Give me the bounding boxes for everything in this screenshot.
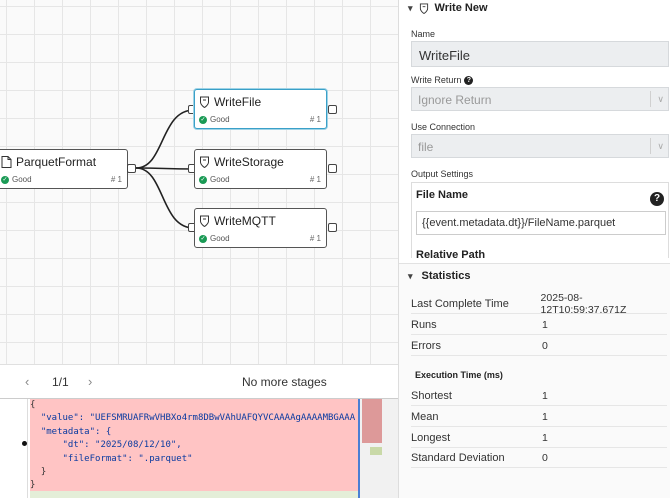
- diff-unchanged-region: [30, 491, 358, 498]
- node-instance-count: # 1: [309, 175, 321, 184]
- chevron-left-icon[interactable]: ‹: [25, 374, 30, 389]
- node-instance-count: # 1: [309, 234, 321, 243]
- good-status-icon: ✓: [199, 115, 207, 124]
- node-label: WriteMQTT: [214, 214, 276, 228]
- code-line: {: [30, 400, 36, 410]
- execution-time-label: Execution Time (ms): [415, 370, 503, 380]
- good-status-icon: ✓: [1, 175, 9, 184]
- stage-properties-panel: ▾ Write New Name WriteFile Write Return …: [398, 0, 670, 498]
- statistics-section: ▾ Statistics Last Complete Time 2025-08-…: [399, 263, 670, 498]
- node-status: Good: [12, 175, 32, 184]
- stat-row: Last Complete Time 2025-08-12T10:59:37.6…: [411, 292, 667, 316]
- stat-row: Shortest 1: [411, 386, 667, 406]
- chevron-down-icon: ∨: [650, 138, 664, 154]
- node-writemqtt[interactable]: WriteMQTT ✓Good # 1: [194, 208, 327, 248]
- help-icon[interactable]: ?: [464, 75, 474, 85]
- output-port[interactable]: [328, 223, 337, 232]
- use-connection-label: Use Connection: [411, 122, 476, 132]
- help-icon[interactable]: ?: [650, 192, 664, 206]
- stat-row: Mean 1: [411, 407, 667, 427]
- use-connection-select[interactable]: file ∨: [411, 134, 669, 158]
- diff-overview-removed: [362, 399, 382, 443]
- output-settings-box: File Name ? {{event.metadata.dt}}/FileNa…: [411, 182, 669, 258]
- stat-row: Errors 0: [411, 336, 667, 356]
- shield-icon: [419, 3, 428, 14]
- code-line: "dt": "2025/08/12/10",: [30, 440, 182, 451]
- write-return-select[interactable]: Ignore Return ∨: [411, 87, 669, 111]
- code-line: }: [30, 480, 36, 491]
- diff-divider[interactable]: [358, 399, 360, 498]
- chevron-down-icon[interactable]: ▾: [408, 270, 413, 281]
- shield-icon: [200, 156, 209, 168]
- write-return-value: Ignore Return: [418, 93, 492, 107]
- node-status: Good: [210, 115, 230, 124]
- page-count: 1/1: [52, 375, 69, 389]
- name-field[interactable]: WriteFile: [411, 41, 669, 67]
- breakpoint-marker: [22, 441, 27, 446]
- diff-removed-region: [30, 399, 358, 491]
- statistics-title: Statistics: [421, 270, 471, 282]
- no-more-stages-text: No more stages: [242, 375, 327, 389]
- statistics-header[interactable]: ▾ Statistics: [399, 268, 670, 284]
- code-line: "metadata": {: [30, 426, 112, 437]
- node-writefile[interactable]: WriteFile ✓Good # 1: [194, 89, 327, 129]
- panel-title: Write New: [434, 2, 488, 14]
- name-label: Name: [411, 29, 436, 39]
- stage-pager: ‹ 1/1 › No more stages: [0, 364, 398, 398]
- file-name-label: File Name: [416, 189, 468, 201]
- stat-row: Runs 1: [411, 315, 667, 335]
- code-line: }: [30, 467, 47, 478]
- shield-icon: [200, 215, 209, 227]
- output-port[interactable]: [328, 105, 337, 114]
- relative-path-label: Relative Path: [416, 249, 486, 258]
- output-port[interactable]: [127, 164, 136, 173]
- connection-wires: [135, 109, 195, 229]
- write-new-header[interactable]: ▾ Write New: [399, 0, 670, 16]
- stat-row: Longest 1: [411, 428, 667, 448]
- document-icon: [1, 156, 12, 168]
- good-status-icon: ✓: [199, 234, 207, 243]
- good-status-icon: ✓: [199, 175, 207, 184]
- stat-row: Standard Deviation 0: [411, 448, 667, 468]
- code-line: "fileFormat": ".parquet": [30, 453, 193, 464]
- chevron-down-icon[interactable]: ▾: [408, 2, 413, 13]
- code-text[interactable]: { "value": "UEFSMRUAFRwVHBXo4rm8DBwVAhUA…: [30, 399, 355, 493]
- diff-overview-added: [370, 447, 382, 455]
- write-return-label: Write Return: [411, 75, 462, 85]
- chevron-down-icon: ∨: [650, 91, 664, 107]
- node-status: Good: [210, 175, 230, 184]
- node-label: WriteStorage: [214, 155, 284, 169]
- line-gutter: [0, 399, 28, 498]
- node-instance-count: # 1: [110, 175, 122, 184]
- event-diff-viewer[interactable]: { "value": "UEFSMRUAFRwVHBXo4rm8DBwVAhUA…: [0, 398, 398, 498]
- node-label: WriteFile: [214, 95, 262, 109]
- code-line: "value": "UEFSMRUAFRwVHBXo4rm8DBwVAhUAFQ…: [30, 413, 356, 424]
- output-port[interactable]: [328, 164, 337, 173]
- output-settings-label: Output Settings: [411, 169, 474, 179]
- node-parquetformat[interactable]: ParquetFormat ✓Good # 1: [0, 149, 128, 189]
- chevron-right-icon[interactable]: ›: [88, 374, 93, 389]
- node-status: Good: [210, 234, 230, 243]
- node-label: ParquetFormat: [16, 155, 97, 169]
- use-connection-value: file: [418, 140, 434, 154]
- pipeline-canvas[interactable]: ParquetFormat ✓Good # 1 WriteFile ✓Good …: [0, 0, 398, 364]
- shield-icon: [200, 96, 209, 108]
- file-name-input[interactable]: {{event.metadata.dt}}/FileName.parquet: [416, 211, 666, 235]
- node-writestorage[interactable]: WriteStorage ✓Good # 1: [194, 149, 327, 189]
- node-instance-count: # 1: [309, 115, 321, 124]
